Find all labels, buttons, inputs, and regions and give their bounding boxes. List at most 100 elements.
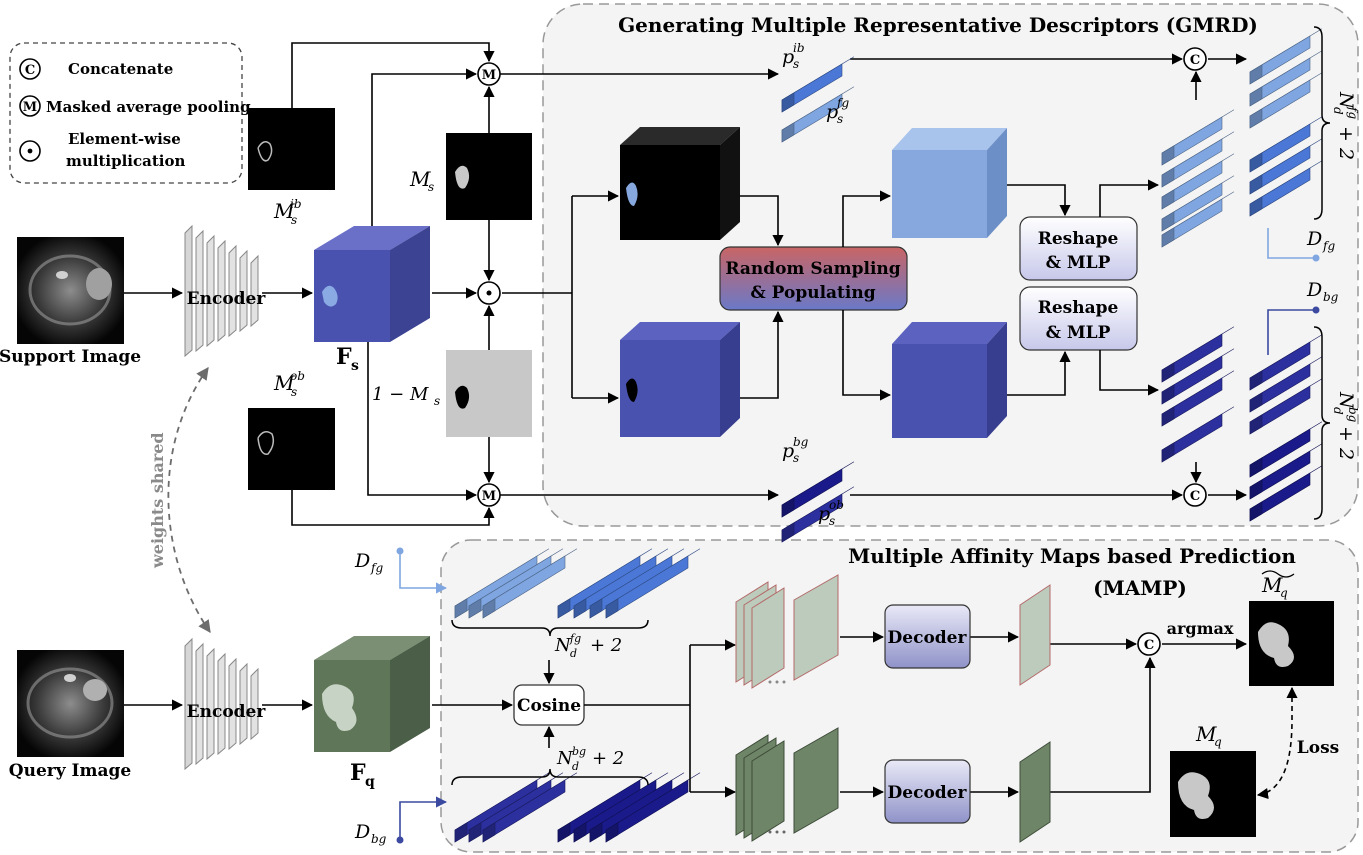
p-ib-bar [781,56,855,113]
multiply-dot-icon [27,148,33,154]
gt-mask-label: M [1195,722,1217,746]
encoder-layer [228,657,237,751]
n-bg-sup: bg [1346,407,1360,423]
concat-node-bottom-letter: C [1190,489,1200,504]
d-bg-label: D [1306,279,1322,301]
fg-output-bar [1249,160,1323,217]
reshape-fg-label-2: & MLP [1046,253,1111,273]
query-encoder-label: Encoder [187,702,267,722]
mamp-fg-bar [482,548,578,619]
encoder-layer [250,254,259,328]
gmrd-flow-arrows [740,53,1248,501]
bg-output-bar [1249,378,1323,435]
mamp-title-2: (MAMP) [1093,576,1187,600]
mamp-d-fg-sub: fg [370,561,383,575]
bg-output-bar [1249,465,1323,522]
cube-side [390,636,430,752]
concat-node-top [1183,47,1207,71]
p-ib-sub: s [793,57,799,71]
p-ob-sub: s [829,514,835,528]
encoder-layer [217,239,226,343]
bg-descriptor-bar [1161,348,1235,405]
pred-mask-sub: q [1280,586,1288,600]
bg-descriptor-bar [1161,406,1235,463]
legend-concat-label: Concatenate [68,60,173,78]
p-ob-sup: ob [829,498,844,512]
support-image-label: Support Image [0,347,141,367]
fg-output-bar [1249,50,1323,107]
mamp-bg-bar [589,772,685,843]
fq-label: F [350,760,366,786]
mamp-n-bg-tail: + 2 [592,748,624,769]
gt-mask-sub: q [1214,735,1222,749]
p-ob-bar [781,486,855,543]
multiply-node-dot [486,290,492,296]
fg-descriptor-bar [1161,175,1235,232]
n-fg-rotated: N d fg + 2 [1331,91,1360,160]
mamp-d-fg-label: D [354,550,370,572]
ob-mask-sup: ob [290,369,305,383]
encoder-layer [239,249,248,333]
support-mask-organ [455,165,470,189]
mamp-n-fg-sup: fg [569,632,581,645]
concat-symbol-letter: C [25,63,35,78]
ib-mask-sub: s [291,213,297,227]
reshape-mlp-box-fg [1019,216,1138,281]
inv-mask-sub: s [434,394,440,408]
mamp-d-bg-label: D [354,821,370,843]
bg-prediction-map [1019,741,1051,843]
n-bg-sub: d [1331,407,1345,415]
bg-output-bar [1249,421,1323,478]
encoder-layer [195,229,204,353]
ob-mask-contour [257,431,275,455]
mamp-d-bg-sub: bg [371,832,387,846]
query-encoder [184,637,259,771]
support-encoder-label: Encoder [187,289,267,309]
mamp-d-bg-dot-icon [396,836,404,844]
mamp-d-fg-dot-icon [396,547,404,555]
predicted-mask-organ [1258,622,1294,667]
mamp-fg-bar [557,548,653,619]
weights-shared-label: weights shared [148,432,167,569]
random-sampling-box [719,246,908,311]
ib-mask-label: M [273,199,295,223]
bg-descriptor-bar [1161,326,1235,383]
fg-descriptor-bar [1161,131,1235,188]
legend-map-label: Masked average pooling [46,98,251,116]
mamp-n-bg-sub: d [572,760,579,773]
mamp-title-1: Multiple Affinity Maps based Prediction [848,544,1296,568]
encoder-layer [184,637,193,771]
query-feature-cube [314,636,430,752]
decoder-box-bg [884,759,971,824]
p-fg-label: p [826,101,838,123]
query-image [17,650,124,757]
fg-masked-cube [620,127,740,240]
encoder-layer [228,244,237,338]
fg-brace [1313,26,1331,220]
p-ib-label: p [782,46,794,68]
cosine-label: Cosine [517,696,581,716]
mamp-n-bg-label: N [556,748,574,769]
encoder-layer [250,667,259,741]
mamp-panel [440,539,1359,853]
mamp-d-fg-connector [399,553,448,594]
support-feature-cube [314,226,430,342]
mamp-d-bg-connector [399,796,448,838]
concat-node-mamp-letter: C [1144,638,1154,653]
encoder-layer [239,662,248,746]
bg-descriptor-bar [1161,370,1235,427]
gt-mask-organ [1178,772,1214,819]
map-symbol-icon [19,95,41,117]
support-ct-liver [86,268,112,300]
support-flow-arrows [124,42,780,526]
reshape-mlp-box-bg [1019,286,1138,351]
gmrd-descriptor-bars [781,28,1323,543]
fq-label-sub: q [365,774,375,790]
gmrd-panel [542,3,1359,527]
bg-affinity-maps [735,727,839,842]
bg-output-bar [1249,443,1323,500]
bg-populated-cube [892,322,1007,438]
cube-side [390,226,430,342]
fg-output-bar [1249,28,1323,85]
decoder-bg-label: Decoder [888,783,968,803]
